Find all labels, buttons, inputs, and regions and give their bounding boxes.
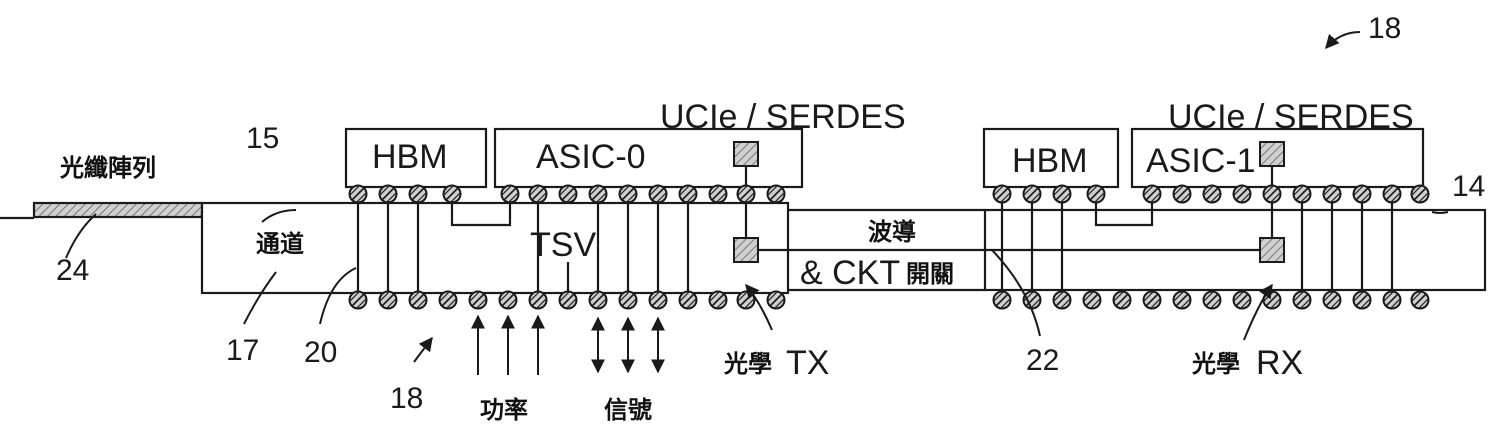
power-label: 功率 [480,396,528,424]
signal-label: 信號 [604,396,652,424]
leader-17 [243,271,277,325]
leader-14 [1431,211,1449,214]
ref-24: 24 [56,254,89,287]
serdes-block-left [733,141,759,167]
ref-18-top: 18 [1368,12,1401,45]
channel-label: 通道 [256,230,304,258]
ref-18-bottom-arrow [413,336,433,363]
rx-label: RX [1256,344,1303,382]
leader-22 [991,249,1041,337]
interposer-left [200,201,790,295]
ref-15: 15 [246,122,279,155]
microbumps-top [348,184,1430,204]
hbm-left-chip [344,127,488,189]
ref-18-arrow [1325,31,1361,50]
ref-20: 20 [304,336,337,369]
ref-22: 22 [1026,344,1059,377]
asic1-label: ASIC-1 [1146,142,1256,180]
fiber-array-block [32,201,204,219]
optical-tx-block [733,237,759,263]
hbm-asic0-link [450,197,512,227]
waveguide-label: 波導 [868,218,916,246]
switch-label: 開關 [906,260,954,288]
leader-15 [261,209,297,223]
ucie-serdes-right-label: UCIe / SERDES [1168,98,1414,136]
ckt-label: & CKT [800,254,900,292]
leader-tx [745,283,773,331]
asic0-label: ASIC-0 [536,138,646,176]
optical-tx-cjk-label: 光學 [723,350,772,378]
hbm-left-label: HBM [372,138,448,176]
hbm-right-chip [982,127,1120,189]
optical-rx-cjk-label: 光學 [1191,350,1240,378]
leader-20 [319,267,357,325]
leader-rx [1243,283,1273,341]
ref-14: 14 [1452,170,1485,203]
hbm-asic1-link [1094,197,1154,227]
hbm-right-label: HBM [1012,142,1088,180]
ref-17: 17 [226,334,259,367]
serdes-block-right [1259,141,1285,167]
tx-label: TX [786,344,829,382]
optical-rx-block [1259,237,1285,263]
fiber-array-label: 光纖陣列 [59,154,156,182]
tsv-label: TSV [530,226,596,264]
leader-24 [65,213,97,259]
ucie-serdes-left-label: UCIe / SERDES [660,98,906,136]
ref-18-bottom: 18 [390,382,423,415]
